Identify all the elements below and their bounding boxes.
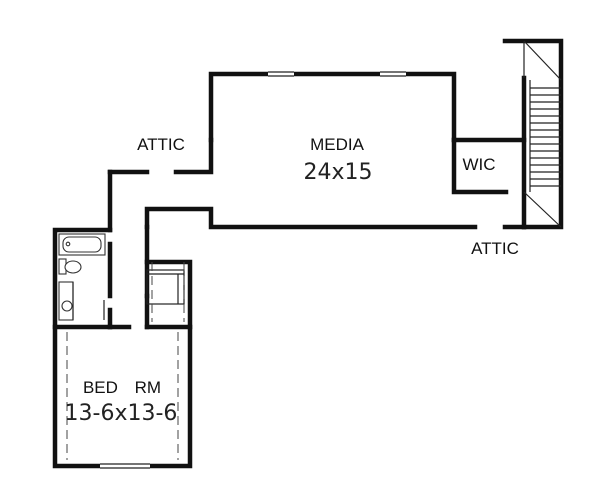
media-room-name: MEDIA (310, 135, 365, 154)
bedroom-name: BED RM (83, 378, 161, 397)
media-window (380, 71, 406, 77)
staircase (523, 40, 562, 228)
attic-label-right: ATTIC (471, 239, 519, 258)
bedroom-walls (52, 259, 193, 469)
stair-enclosure (502, 38, 564, 230)
sloped-ceiling-lines (66, 262, 185, 460)
hall-walls (107, 169, 150, 299)
sink (58, 281, 74, 321)
media-window (268, 71, 294, 77)
media-room-walls (144, 71, 527, 230)
wic-name: WIC (462, 155, 495, 174)
closet (146, 269, 185, 305)
wic-walls (451, 137, 527, 195)
media-room-size: 24x15 (303, 160, 372, 185)
toilet (58, 258, 82, 275)
bathtub (58, 233, 106, 256)
bedroom-window (100, 463, 150, 469)
bedroom-size: 13-6x13-6 (65, 401, 178, 426)
bathroom-walls (52, 227, 113, 330)
attic-label-left: ATTIC (137, 135, 185, 154)
